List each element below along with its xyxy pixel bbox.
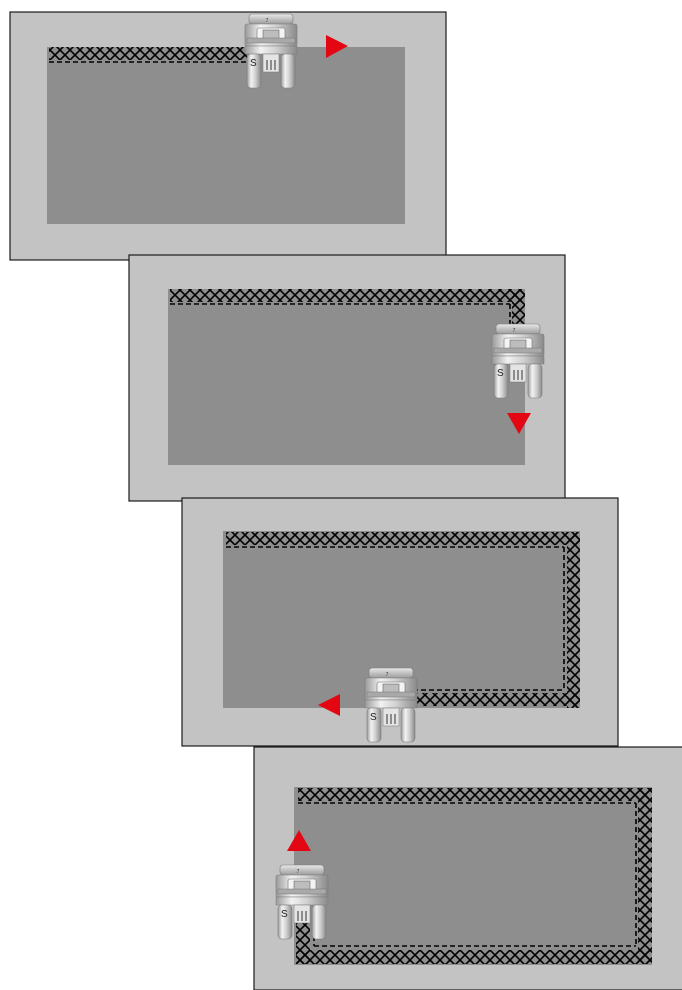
step-2-panel bbox=[128, 254, 566, 502]
stitch-band-top bbox=[226, 532, 580, 545]
stitch-band-left bbox=[296, 920, 310, 964]
stitch-band-top bbox=[298, 788, 652, 801]
step-1-panel bbox=[9, 11, 447, 261]
stitch-band-top bbox=[170, 289, 525, 302]
arrow-up bbox=[287, 830, 311, 851]
arrow-down bbox=[507, 413, 531, 434]
arrow-right bbox=[326, 35, 348, 58]
arrow-left bbox=[318, 694, 340, 716]
fabric bbox=[168, 289, 525, 465]
fabric bbox=[47, 47, 405, 224]
stitch-band-right bbox=[567, 532, 580, 708]
stitch-band-bottom bbox=[296, 950, 652, 964]
stitch-band-top bbox=[49, 47, 251, 60]
step-3-panel bbox=[181, 497, 619, 747]
step-4-panel bbox=[253, 746, 682, 990]
fabric bbox=[294, 787, 652, 965]
stitch-band-bottom bbox=[405, 693, 580, 706]
stitch-band-right bbox=[638, 788, 652, 964]
stitch-band-right bbox=[512, 289, 525, 325]
